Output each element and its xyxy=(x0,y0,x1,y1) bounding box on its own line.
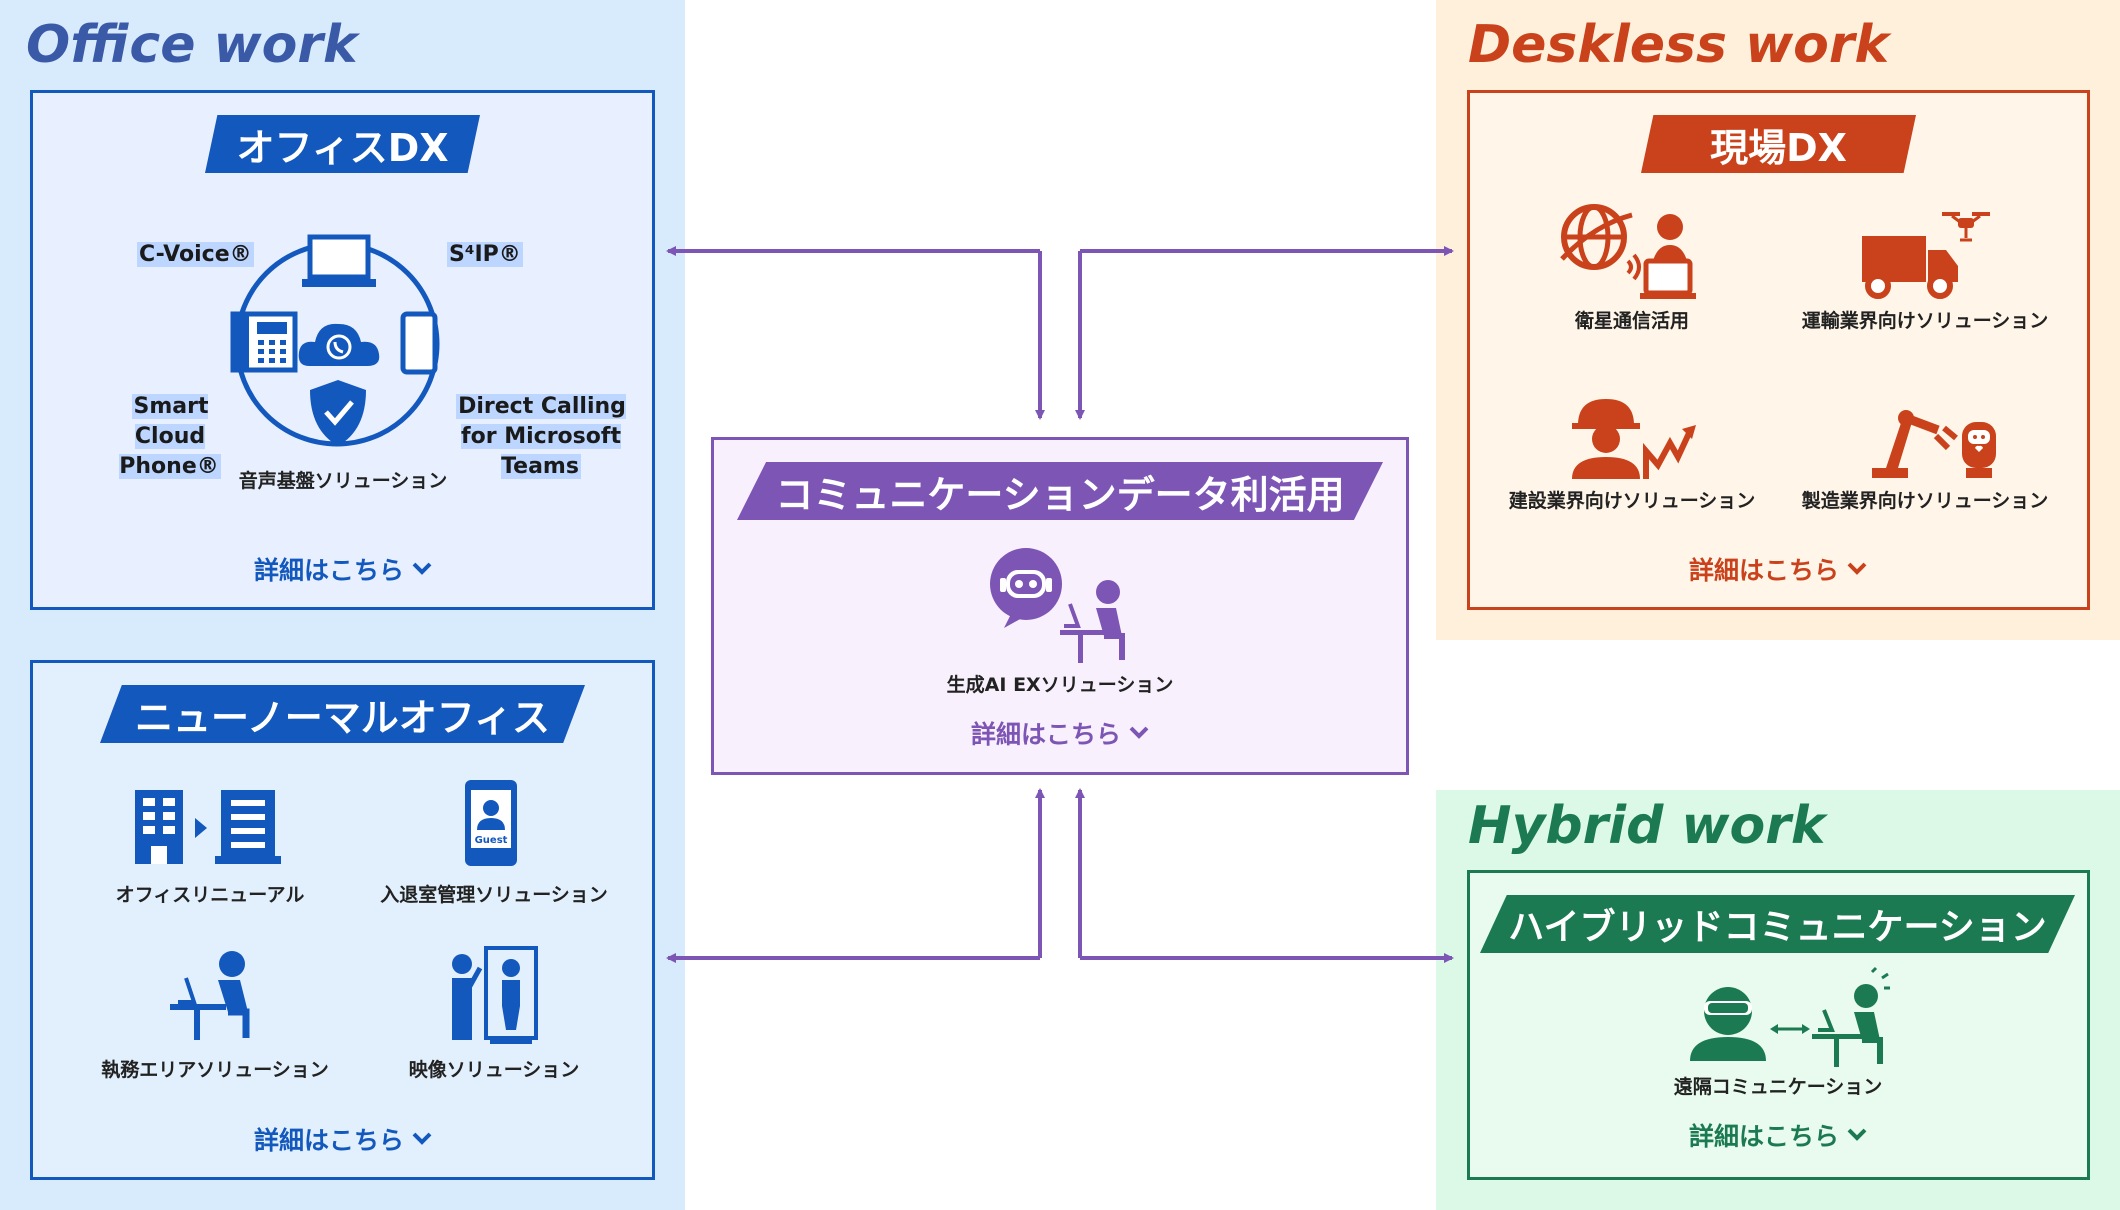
chevron-down-icon xyxy=(1847,1128,1867,1141)
new-normal-office-title: ニューノーマルオフィス xyxy=(100,685,585,743)
genba-dx-title: 現場DX xyxy=(1641,115,1916,173)
office-dx-title: オフィスDX xyxy=(205,115,480,173)
chevron-down-icon xyxy=(1847,562,1867,575)
new-normal-office-card xyxy=(30,660,655,1180)
chevron-down-icon xyxy=(412,562,432,575)
genba-dx-more-link[interactable]: 詳細はこちら xyxy=(1689,551,1867,587)
voice-platform-diagram xyxy=(230,234,440,447)
item-construction: 建設業界向けソリューション xyxy=(1508,490,1756,512)
truck-drone-icon xyxy=(1862,212,1990,299)
smartphone-icon xyxy=(400,311,438,375)
hybrid-communication-title: ハイブリッドコミュニケーション xyxy=(1480,895,2075,953)
arrow-double-icon xyxy=(1770,1024,1810,1034)
operator-icon xyxy=(1060,580,1125,663)
desk-worker-icon xyxy=(170,951,250,1040)
robot-arm-icon xyxy=(1872,410,1996,478)
item-office-renewal: オフィスリニューアル xyxy=(115,884,305,906)
communication-data-title: コミュニケーションデータ利活用 xyxy=(737,462,1383,520)
chevron-down-icon xyxy=(412,1132,432,1145)
satellite-globe-icon xyxy=(1560,204,1696,299)
remote-worker-icon xyxy=(1812,966,1890,1067)
ai-robot-icon xyxy=(990,548,1062,628)
product-direct-calling-teams: Direct Calling for Microsoft Teams xyxy=(456,394,626,479)
vr-headset-icon xyxy=(1690,987,1766,1061)
guest-label: Guest xyxy=(475,835,508,846)
hybrid-work-title: Hybrid work xyxy=(1468,796,1826,856)
item-transport: 運輸業界向けソリューション xyxy=(1801,310,2049,332)
item-gen-ai-ex: 生成AI EXソリューション xyxy=(946,674,1174,696)
office-work-title: Office work xyxy=(26,15,358,75)
item-work-area: 執務エリアソリューション xyxy=(101,1059,329,1081)
desk-phone-icon xyxy=(230,311,298,373)
product-s4ip: S⁴IP® xyxy=(447,242,523,267)
deskless-work-title: Deskless work xyxy=(1468,15,1890,75)
item-video-solution: 映像ソリューション xyxy=(408,1059,580,1081)
construction-worker-icon xyxy=(1572,399,1696,479)
video-signage-icon xyxy=(452,946,538,1044)
product-smart-cloud-phone: Smart Cloud Phone® xyxy=(119,394,221,479)
product-c-voice: C-Voice® xyxy=(137,242,254,267)
chevron-down-icon xyxy=(1129,726,1149,739)
center-more-link[interactable]: 詳細はこちら xyxy=(971,715,1149,751)
guest-phone-icon: Guest xyxy=(465,780,517,866)
voice-platform-caption: 音声基盤ソリューション xyxy=(238,470,448,492)
genba-dx-card xyxy=(1467,90,2090,610)
item-manufacturing: 製造業界向けソリューション xyxy=(1801,490,2049,512)
item-remote-communication: 遠隔コミュニケーション xyxy=(1673,1076,1883,1098)
cloud-phone-icon xyxy=(298,323,380,366)
item-satellite: 衛星通信活用 xyxy=(1574,310,1690,332)
hybrid-more-link[interactable]: 詳細はこちら xyxy=(1689,1117,1867,1153)
building-icon xyxy=(135,790,281,864)
item-access-control: 入退室管理ソリューション xyxy=(380,884,608,906)
laptop-icon xyxy=(302,234,376,287)
new-normal-more-link[interactable]: 詳細はこちら xyxy=(254,1121,432,1157)
office-dx-more-link[interactable]: 詳細はこちら xyxy=(254,551,432,587)
shield-check-icon xyxy=(310,380,366,446)
